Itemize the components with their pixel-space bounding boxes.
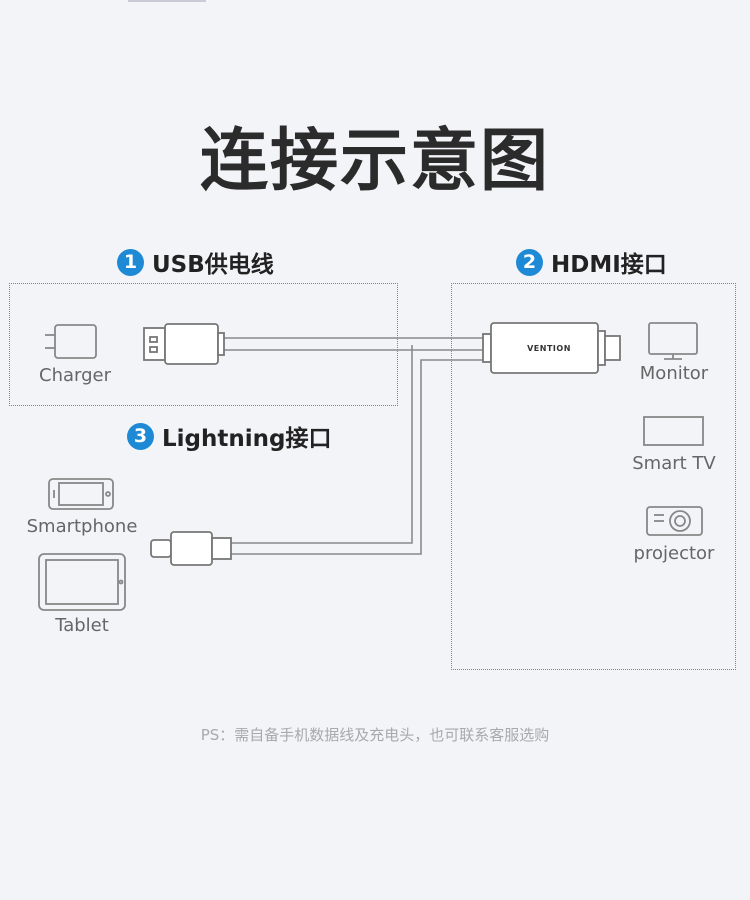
lightning-cable-line <box>231 359 484 555</box>
smartphone-icon <box>48 478 114 510</box>
usb-power-box <box>9 283 398 406</box>
page-title: 连接示意图 <box>199 122 550 201</box>
hdmi-output-box <box>451 283 736 670</box>
smart-tv-label: Smart TV <box>632 453 716 474</box>
step-number-badge: 2 <box>516 248 543 276</box>
section-label-lightning: 3 Lightning接口 <box>127 419 331 453</box>
lightning-cable-line <box>231 345 413 544</box>
smartphone-label: Smartphone <box>26 516 138 537</box>
usb-plug-icon <box>143 323 225 365</box>
monitor-label: Monitor <box>639 363 709 384</box>
hdmi-adapter-icon <box>482 322 621 374</box>
tv-icon <box>643 416 704 446</box>
projector-label: projector <box>633 543 715 564</box>
section-label-hdmi: 2 HDMI接口 <box>516 245 667 279</box>
tablet-icon <box>38 553 126 611</box>
step-number-badge: 1 <box>117 248 144 276</box>
section-label-text: USB供电线 <box>152 252 274 278</box>
cables <box>224 337 484 555</box>
step-number-badge: 3 <box>127 422 154 450</box>
section-label-text: HDMI接口 <box>551 252 667 278</box>
section-label-usb: 1 USB供电线 <box>117 245 274 279</box>
lightning-plug-icon <box>150 531 232 566</box>
top-decoration-line <box>128 0 206 2</box>
section-label-text: Lightning接口 <box>162 426 332 452</box>
charger-icon <box>45 324 97 359</box>
tablet-label: Tablet <box>55 615 109 636</box>
footnote: PS：需自备手机数据线及充电头，也可联系客服选购 <box>200 726 550 744</box>
brand-logo: VENTION <box>527 344 571 353</box>
charger-label: Charger <box>39 365 111 386</box>
monitor-icon <box>648 322 698 360</box>
projector-icon <box>646 506 703 536</box>
